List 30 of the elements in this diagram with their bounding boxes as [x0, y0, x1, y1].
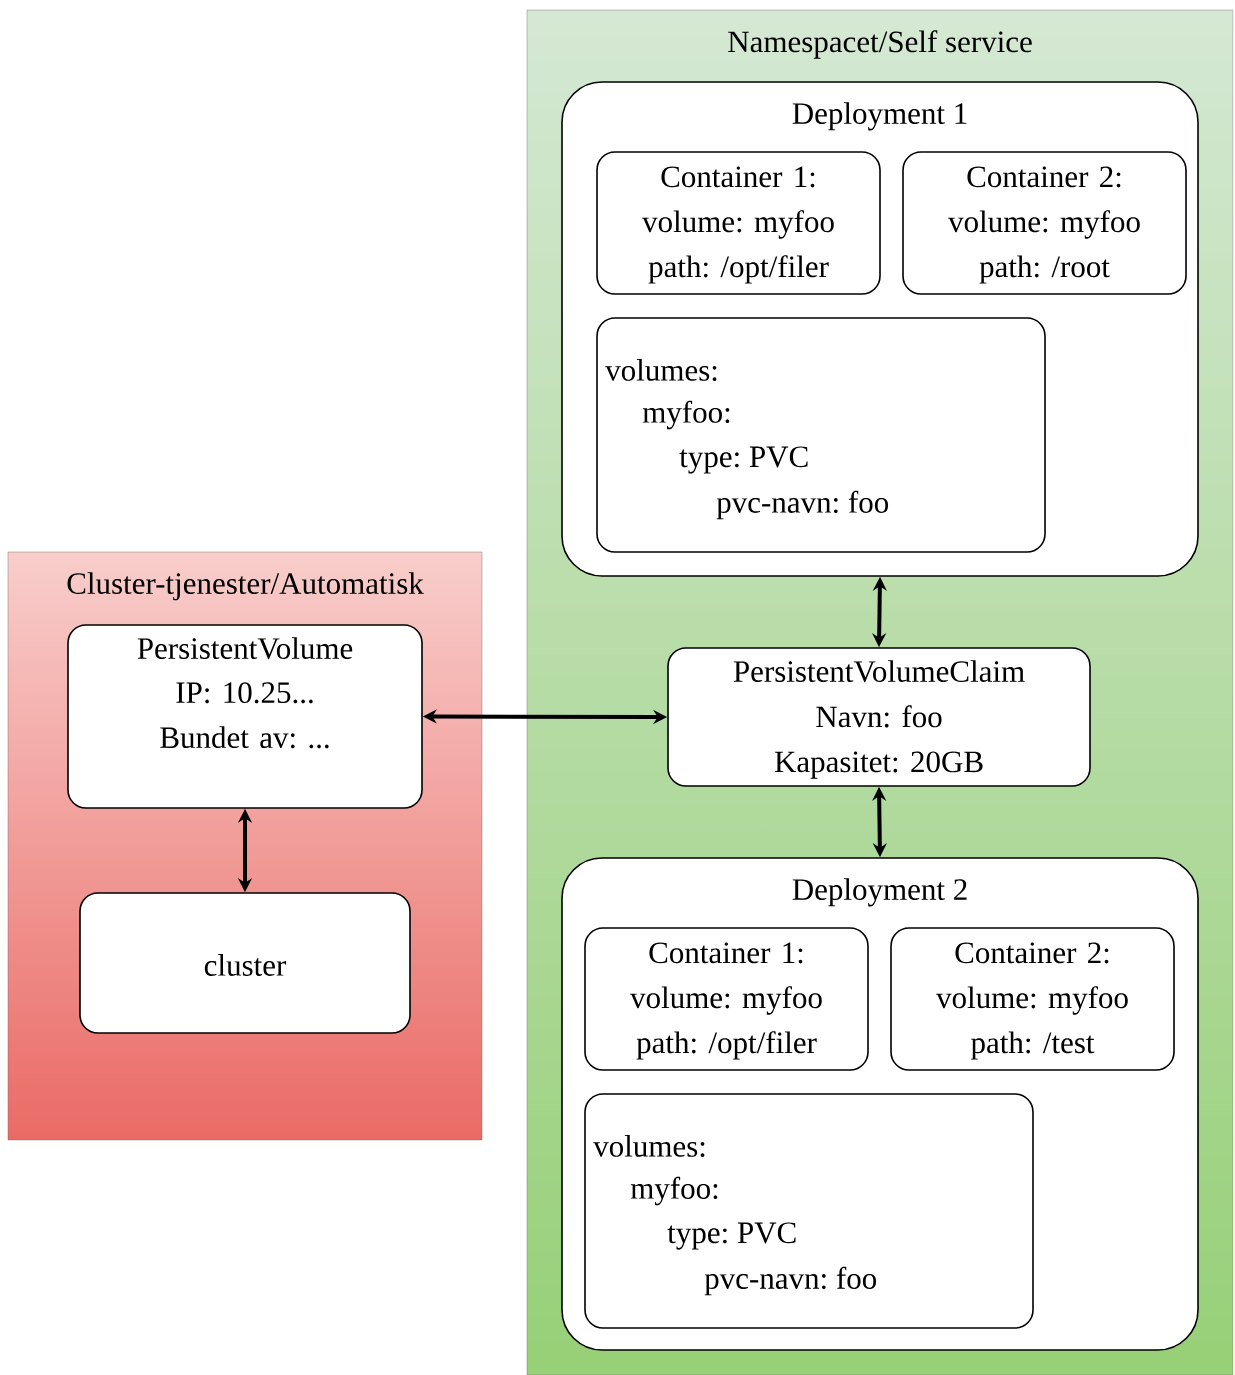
code-line: pvc-navn: foo [716, 490, 889, 520]
heading: Deployment 1 [792, 102, 967, 131]
component-box [902, 151, 1187, 295]
component-box [584, 927, 869, 1071]
box-text: Container 2: volume: myfoo path: /test [936, 942, 1128, 1060]
box-title: PersistentVolume [137, 637, 353, 660]
component-box [890, 927, 1175, 1071]
volumes-box [584, 1093, 1034, 1329]
heading: Cluster-tjenester/Automatisk [67, 572, 424, 601]
code-line: myfoo: [630, 1176, 718, 1206]
component-box [79, 892, 411, 1034]
box-text: IP: 10.25... Bundet av: ... [160, 682, 329, 749]
code-line: myfoo: [642, 400, 730, 430]
volumes-box [596, 317, 1046, 553]
box-text: Container 1: volume: myfoo path: /opt/filer [630, 942, 822, 1060]
box-text: Navn: foo Kapasitet: 20GB [774, 705, 983, 779]
code-line: type: PVC [667, 1222, 796, 1250]
box-title: PersistentVolumeClaim [733, 660, 1025, 683]
box-text: cluster [204, 954, 287, 976]
component-box [67, 624, 423, 809]
code-line: volumes: [605, 359, 717, 381]
heading: Namespacet/Self service [728, 30, 1032, 59]
code-line: volumes: [593, 1135, 705, 1157]
code-line: pvc-navn: foo [704, 1266, 877, 1296]
box-text: Container 1: volume: myfoo path: /opt/filer [642, 166, 834, 284]
component-box [596, 151, 881, 295]
box-text: Container 2: volume: myfoo path: /root [948, 166, 1140, 284]
component-box [667, 647, 1091, 787]
heading: Deployment 2 [792, 878, 967, 907]
code-line: type: PVC [679, 446, 808, 474]
